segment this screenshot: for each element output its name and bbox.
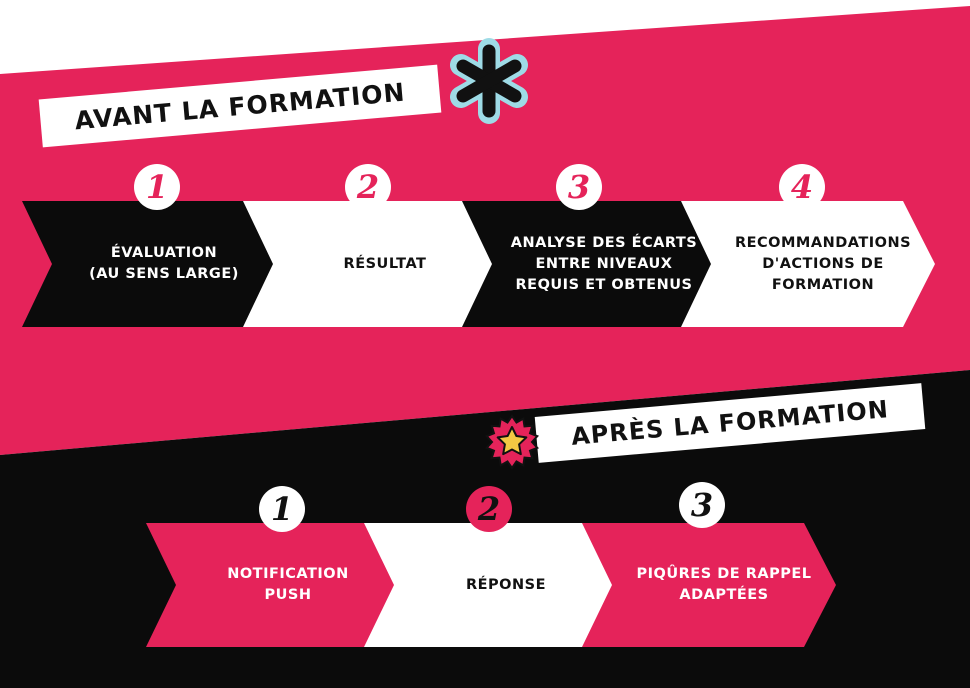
step-number-badge: 2: [345, 164, 391, 210]
step-text: ÉVALUATION (AU SENS LARGE): [89, 245, 239, 282]
step-text: PIQÛRES DE RAPPEL ADAPTÉES: [636, 566, 812, 603]
step-avant-3: ANALYSE DES ÉCARTS ENTRE NIVEAUX REQUIS …: [462, 201, 718, 327]
step-avant-4: RECOMMANDATIONS D'ACTIONS DE FORMATION: [681, 201, 937, 327]
step-number-badge: 3: [679, 482, 725, 528]
star-badge-icon: [484, 414, 540, 470]
step-apres-2: RÉPONSE: [364, 523, 620, 647]
step-avant-1: ÉVALUATION (AU SENS LARGE): [22, 201, 278, 327]
step-number-badge: 2: [466, 486, 512, 532]
step-text: RECOMMANDATIONS D'ACTIONS DE FORMATION: [734, 234, 912, 293]
step-number-badge: 4: [779, 164, 825, 210]
step-text: RÉPONSE: [465, 576, 546, 593]
chevron-shape: [22, 201, 276, 327]
step-number-badge: 3: [556, 164, 602, 210]
chevron-shape: [146, 523, 400, 647]
step-text: ANALYSE DES ÉCARTS ENTRE NIVEAUX REQUIS …: [510, 234, 698, 293]
step-apres-3: PIQÛRES DE RAPPEL ADAPTÉES: [582, 523, 838, 647]
step-apres-1: NOTIFICATION PUSH: [146, 523, 402, 647]
chevron-shape: [243, 201, 497, 327]
step-avant-2: RÉSULTAT: [243, 201, 499, 327]
step-text: NOTIFICATION PUSH: [227, 566, 349, 603]
chevron-shape: [582, 523, 836, 647]
step-number-badge: 1: [259, 486, 305, 532]
asterisk-icon: [450, 38, 528, 124]
chevron-shape: [681, 201, 935, 327]
step-number-badge: 1: [134, 164, 180, 210]
step-text: RÉSULTAT: [343, 255, 427, 272]
chevron-shape: [364, 523, 618, 647]
chevron-shape: [462, 201, 716, 327]
